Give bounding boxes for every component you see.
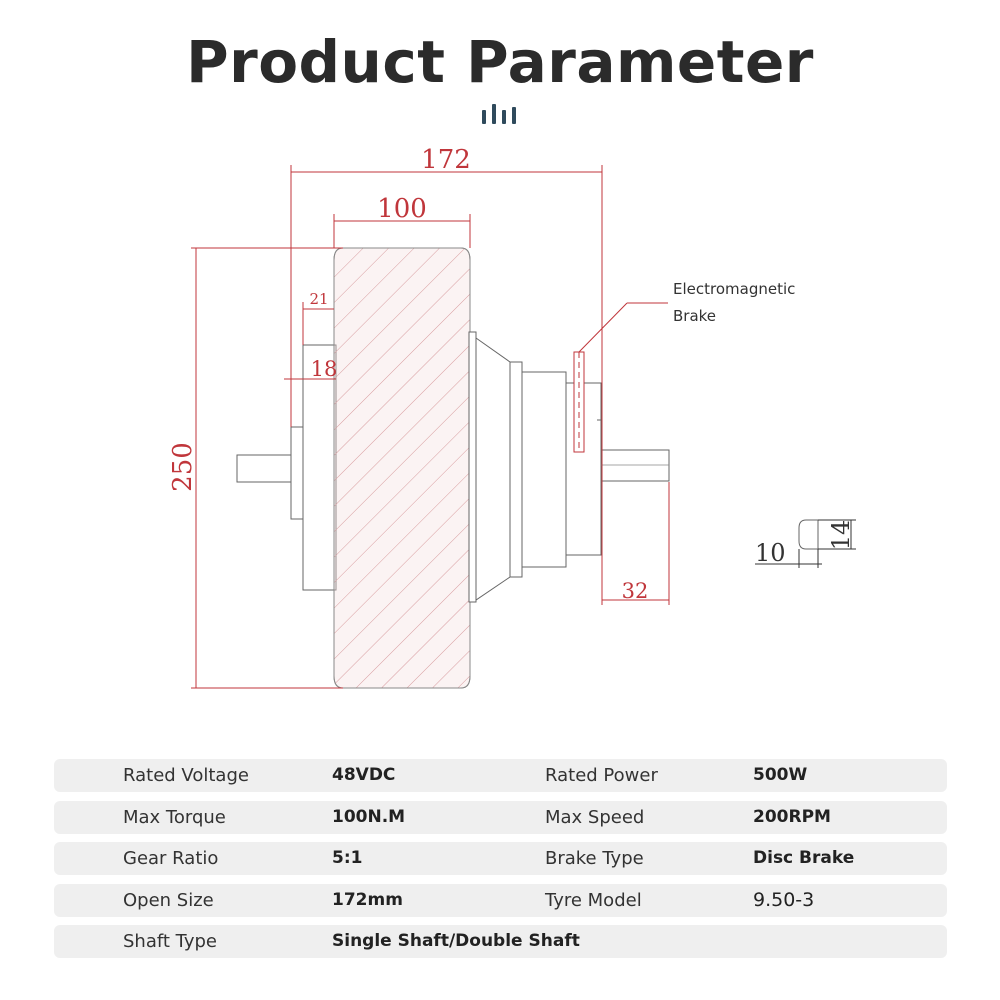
spec-value: 48VDC <box>332 765 396 785</box>
spec-value: 172mm <box>332 889 403 910</box>
spec-value: 5:1 <box>332 848 363 868</box>
gearbox-ring <box>509 361 523 578</box>
spec-value: 100N.M <box>332 806 406 827</box>
spec-label: Open Size <box>123 889 214 911</box>
motor-technical-drawing: 172 100 21 18 250 32 Electromagnetic Bra… <box>168 145 856 689</box>
spec-label: Max Speed <box>545 806 645 828</box>
gearbox-body <box>521 371 567 568</box>
page-title: Product Parameter <box>186 28 814 96</box>
spec-label: Gear Ratio <box>123 848 219 869</box>
spec-row: Rated Voltage 48VDC Rated Power 500W <box>54 759 947 792</box>
right-rim <box>468 331 477 603</box>
left-flange <box>302 344 337 591</box>
spec-label: Brake Type <box>545 848 644 869</box>
gearbox-cone <box>475 337 511 601</box>
spec-value: 200RPM <box>753 806 831 827</box>
dim-shaft-width: 10 <box>755 539 786 567</box>
spec-value: Disc Brake <box>753 848 855 868</box>
dim-diameter: 250 <box>168 442 198 492</box>
spec-label: Tyre Model <box>545 889 642 911</box>
dim-left-offset: 21 <box>309 290 328 308</box>
spec-label: Rated Power <box>545 765 658 786</box>
right-shaft <box>600 449 670 482</box>
spec-row: Open Size 172mm Tyre Model 9.50-3 <box>54 883 947 917</box>
spec-label: Rated Voltage <box>123 765 249 786</box>
spec-row: Shaft Type Single Shaft/Double Shaft <box>54 925 947 958</box>
shaft-cross-section: 10 14 <box>755 519 856 568</box>
left-shaft <box>236 454 293 483</box>
spec-table: Rated Voltage 48VDC Rated Power 500W Max… <box>54 759 947 967</box>
left-hub-outer <box>290 426 304 520</box>
spec-value: 500W <box>753 765 808 785</box>
spec-label: Shaft Type <box>123 931 218 952</box>
spec-row: Max Torque 100N.M Max Speed 200RPM <box>54 800 947 834</box>
dim-shaft-length: 32 <box>622 579 649 603</box>
dim-tyre-width: 100 <box>377 194 427 224</box>
dim-shaft-height: 14 <box>827 520 855 551</box>
spec-label: Max Torque <box>123 806 226 828</box>
callout-brake: Brake <box>673 307 716 325</box>
callout-electromagnetic: Electromagnetic <box>673 280 795 298</box>
title-underline-icon <box>480 104 520 124</box>
dim-overall-width: 172 <box>421 145 471 175</box>
spec-value: 9.50-3 <box>753 888 815 911</box>
dim-flange: 18 <box>311 357 338 381</box>
spec-value: Single Shaft/Double Shaft <box>332 931 580 951</box>
spec-row: Gear Ratio 5:1 Brake Type Disc Brake <box>54 842 947 875</box>
